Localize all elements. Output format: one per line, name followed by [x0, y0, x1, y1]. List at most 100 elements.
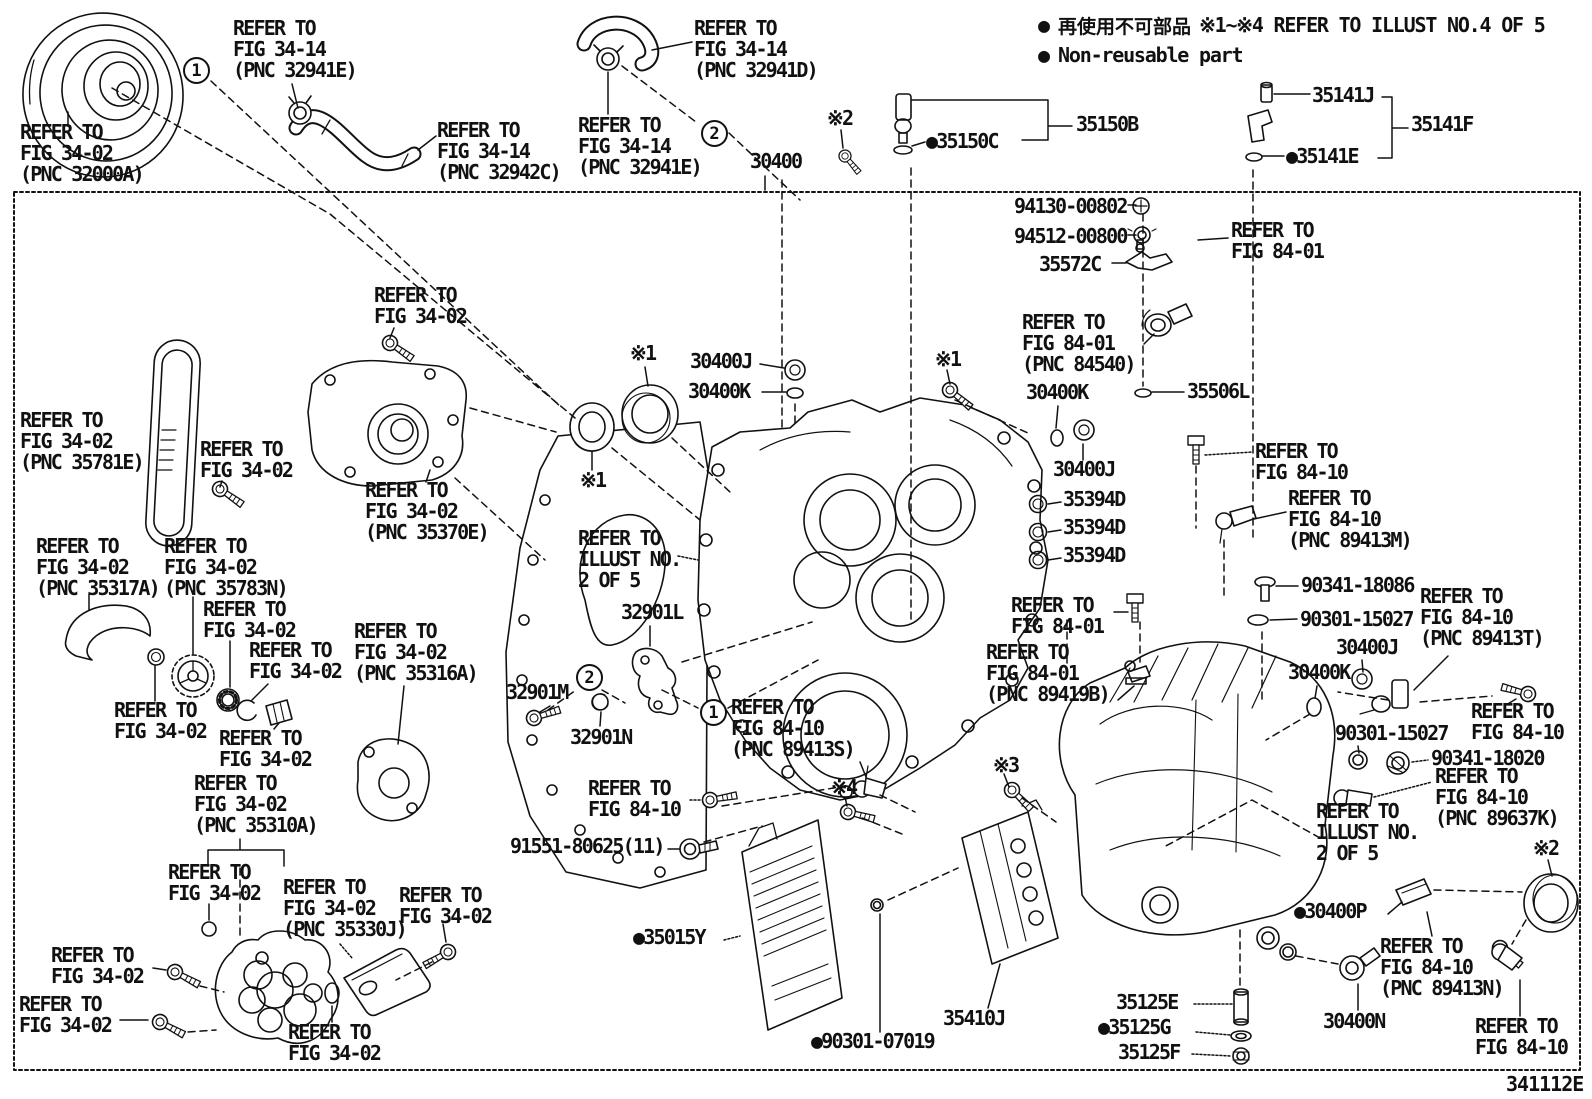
hose-clamp-icon-a: [288, 95, 312, 125]
oil-pump-drawing: [214, 930, 339, 1044]
label-part-94130: 94130-00802: [1014, 194, 1128, 218]
legend-text-en: Non-reusable part: [1058, 43, 1244, 67]
label-pnc-35370e: REFER TO FIG 34-02 (PNC 35370E): [365, 478, 490, 544]
bracket-89419b-icon: [1124, 660, 1151, 685]
label-pnc-35781e: REFER TO FIG 34-02 (PNC 35781E): [20, 408, 145, 474]
label-part-35141f: 35141F: [1411, 112, 1474, 136]
label-part-35141e: ●35141E: [1286, 144, 1359, 168]
label-fig34-02-c: REFER TO FIG 34-02: [203, 597, 297, 642]
sensor-35150c-icon: [893, 93, 913, 155]
callout-2-mid: 2: [576, 664, 603, 691]
label-pnc-89413t: REFER TO FIG 84-10 (PNC 89413T): [1420, 584, 1545, 650]
callout-2-top: 2: [701, 120, 728, 147]
label-fig34-02-f: REFER TO FIG 34-02: [219, 726, 313, 771]
bracket-35370e-drawing: [307, 359, 467, 487]
label-fig34-02-h: REFER TO FIG 34-02: [399, 883, 493, 928]
label-35506l: 35506L: [1187, 379, 1250, 403]
label-30400n: 30400N: [1323, 1009, 1386, 1033]
non-reusable-dot-icon: ●: [1038, 43, 1051, 67]
label-fig34-02-g: REFER TO FIG 34-02: [168, 860, 262, 905]
callout-1-top: 1: [183, 57, 210, 84]
label-90301-15027b: 90301-15027: [1335, 721, 1449, 745]
label-35125e: 35125E: [1116, 990, 1179, 1014]
label-30400k-b: 30400K: [688, 379, 751, 403]
cover-35316a-drawing: [356, 738, 430, 822]
label-35125f: 35125F: [1118, 1040, 1181, 1064]
label-pnc-32000a: REFER TO FIG 34-02 (PNC 32000A): [20, 120, 145, 186]
sprocket-35783n-drawing: [171, 654, 215, 698]
label-sym-x1-a: ※1: [630, 341, 657, 365]
label-sym-x4: ※4: [831, 775, 858, 799]
label-30400j-c: 30400J: [1336, 635, 1399, 659]
legend-text-jp: 再使用不可部品: [1058, 15, 1192, 38]
label-90301-15027a: 90301-15027: [1300, 607, 1414, 631]
pin-30400p-icon: [1395, 878, 1432, 906]
label-pnc-89637k: REFER TO FIG 84-10 (PNC 89637K): [1435, 764, 1560, 830]
label-35394d-2: 35394D: [1063, 515, 1126, 539]
label-30400j-b: 30400J: [1053, 457, 1116, 481]
label-fig34-02-e: REFER TO FIG 34-02: [114, 698, 208, 743]
oil-seal-x1-large: [621, 384, 679, 444]
accumulator-body-35410j-drawing: [961, 799, 1059, 965]
label-fig84-01-b: REFER TO FIG 84-01: [1011, 593, 1105, 638]
label-sym-x2-b: ※2: [1533, 836, 1560, 860]
label-35015y: ●35015Y: [633, 925, 706, 949]
label-illust2-a: REFER TO ILLUST NO. 2 OF 5: [578, 526, 682, 592]
label-fig34-02-d: REFER TO FIG 34-02: [249, 638, 343, 683]
label-30400k-a: 30400K: [1026, 380, 1089, 404]
hose-32942c-drawing: [288, 109, 422, 172]
legend-row-jp: ● 再使用不可部品 ※1~※4 REFER TO ILLUST NO.4 OF …: [1038, 10, 1546, 40]
bearing-icon: [216, 688, 240, 712]
label-pnc-89419b: REFER TO FIG 84-01 (PNC 89419B): [986, 640, 1111, 706]
sensor-84540-icon: [1141, 303, 1193, 337]
label-fig84-10-c: REFER TO FIG 84-10: [588, 776, 682, 821]
lever-32901l-icon: [631, 647, 679, 716]
label-32901m: 32901M: [506, 680, 569, 704]
label-fig34-02-b: REFER TO FIG 34-02: [200, 437, 294, 482]
label-part-35150c: ●35150C: [926, 129, 999, 153]
drawing-number: 341112E: [1506, 1072, 1584, 1096]
oil-seal-x2-bottom: [1523, 873, 1579, 933]
label-pnc-89413n: REFER TO FIG 84-10 (PNC 89413N): [1380, 934, 1505, 1000]
label-sym-x1-b: ※1: [580, 468, 607, 492]
label-part-35572c: 35572C: [1039, 252, 1102, 276]
label-pnc-35783n: REFER TO FIG 34-02 (PNC 35783N): [164, 534, 289, 600]
label-fig34-02-a: REFER TO FIG 34-02: [374, 283, 468, 328]
rear-case-assembly-drawing: [1058, 641, 1336, 950]
screw-94130-icon: [1132, 197, 1150, 215]
legend: ● 再使用不可部品 ※1~※4 REFER TO ILLUST NO.4 OF …: [1038, 10, 1546, 70]
label-fig84-10-b: REFER TO FIG 84-10: [1471, 699, 1565, 744]
label-sym-x1-c: ※1: [935, 347, 962, 371]
label-91551: 91551-80625(11): [510, 834, 665, 858]
label-35125g: ●35125G: [1098, 1015, 1171, 1039]
snap-ring-icon: [236, 699, 257, 722]
plate-35572c-icon: [1125, 239, 1173, 271]
small-ring-icon-left: [147, 648, 165, 666]
valve-body-35015y-drawing: [741, 819, 843, 1031]
oil-strainer-35330j-drawing: [343, 947, 431, 1017]
leader-lines: [67, 41, 1553, 1057]
transaxle-case-drawing: [505, 397, 1049, 889]
plug-30400n-icon: [1339, 947, 1381, 981]
label-pnc-89413m: REFER TO FIG 84-10 (PNC 89413M): [1288, 486, 1413, 552]
label-pnc-35330j: REFER TO FIG 34-02 (PNC 35330J): [283, 875, 408, 941]
ring-90341-18020-icon: [1386, 751, 1410, 775]
label-30400k-c: 30400K: [1288, 660, 1351, 684]
label-fig84-01-a: REFER TO FIG 84-01: [1231, 218, 1325, 263]
label-illust2-b: REFER TO ILLUST NO. 2 OF 5: [1316, 799, 1420, 865]
bolt-35125e-icon: [1233, 988, 1249, 1026]
label-pnc-32941d: REFER TO FIG 34-14 (PNC 32941D): [694, 16, 819, 82]
label-fig84-10-a: REFER TO FIG 84-10: [1255, 439, 1349, 484]
bolt-91551-icon: [679, 838, 719, 860]
label-pnc-32942c: REFER TO FIG 34-14 (PNC 32942C): [437, 118, 562, 184]
sensor-89413t-icon: [1359, 679, 1409, 715]
hose-clamp-icon-b: [593, 44, 624, 71]
label-pnc-32941e-a: REFER TO FIG 34-14 (PNC 32941E): [233, 16, 358, 82]
union-35141-icons: [1245, 81, 1273, 162]
small-part-icons: [149, 81, 1538, 1065]
label-pnc-35310a: REFER TO FIG 34-02 (PNC 35310A): [194, 771, 319, 837]
label-part-94512: 94512-00800: [1014, 224, 1128, 248]
label-pnc-35317a: REFER TO FIG 34-02 (PNC 35317A): [36, 534, 161, 600]
label-30400p: ●30400P: [1294, 899, 1367, 923]
